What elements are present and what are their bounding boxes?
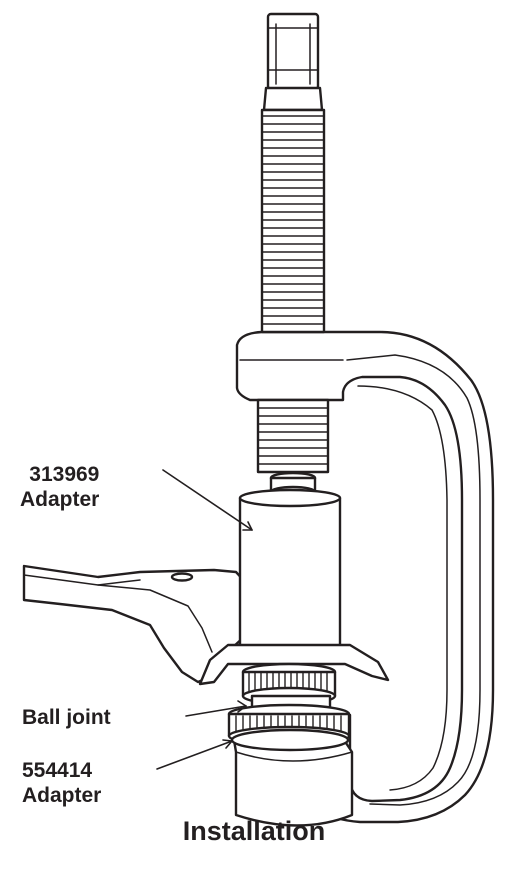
adapter-313969-part	[238, 488, 342, 668]
leader-lines	[156, 469, 253, 770]
label-554414-word: Adapter	[22, 784, 102, 807]
adapter-554414-part	[230, 728, 354, 827]
ball-joint-cup	[198, 643, 390, 686]
control-arm	[22, 564, 250, 684]
label-554414-number: 554414	[22, 759, 93, 782]
arrow-ball-joint	[237, 700, 247, 713]
forcing-screw	[256, 12, 330, 499]
leader-554414	[156, 740, 233, 770]
leader-313969	[162, 469, 253, 531]
label-313969-number: 313969	[29, 463, 100, 486]
arrow-313969	[242, 521, 253, 531]
arrow-554414	[222, 739, 233, 749]
label-554414-adapter: 554414 Adapter	[22, 758, 101, 808]
label-ball-joint: Ball joint	[22, 706, 111, 729]
label-313969-word: Adapter	[20, 488, 100, 511]
leader-ball-joint	[185, 705, 247, 717]
label-313969-adapter: 313969 Adapter	[20, 462, 99, 512]
figure-caption: Installation	[182, 816, 326, 846]
